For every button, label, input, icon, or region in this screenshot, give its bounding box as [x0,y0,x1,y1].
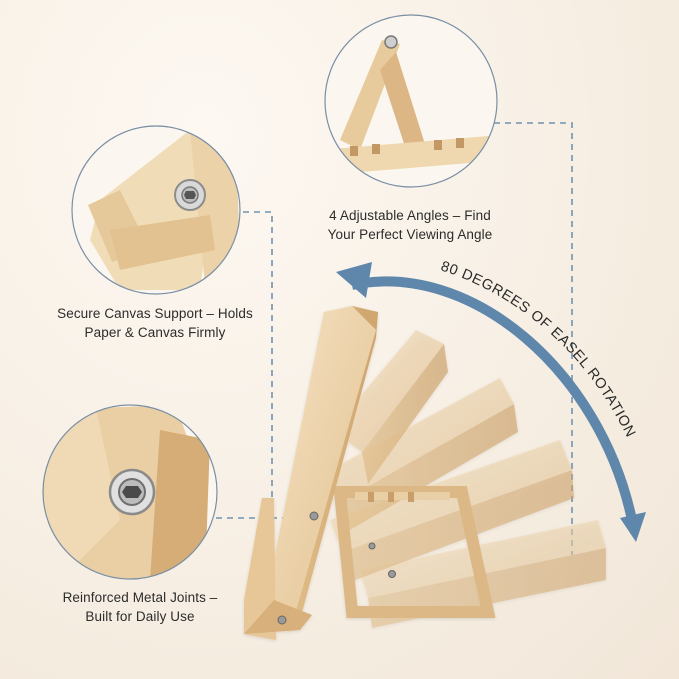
easel-board-2 [332,330,448,484]
easel-board-front [244,306,378,640]
caption-secure-line1: Secure Canvas Support – Holds [57,306,253,321]
easel-base-tray [333,486,496,618]
inset-adjustable-angles [324,14,498,188]
connector-secure [243,211,273,522]
caption-secure-line2: Paper & Canvas Firmly [84,325,226,340]
caption-joints-line1: Reinforced Metal Joints – [62,590,218,605]
caption-adjustable-line2: Your Perfect Viewing Angle [327,227,493,242]
inset-metal-joints [42,404,218,580]
caption-adjustable-angles: 4 Adjustable Angles – Find Your Perfect … [300,206,520,244]
caption-secure-support: Secure Canvas Support – Holds Paper & Ca… [30,304,280,342]
caption-joints-line2: Built for Daily Use [85,609,195,624]
connector-adjustable [494,122,573,555]
curved-arrow-icon [336,262,646,542]
caption-adjustable-line1: 4 Adjustable Angles – Find [329,208,491,223]
caption-metal-joints: Reinforced Metal Joints – Built for Dail… [20,588,260,626]
hex-bolt-icon [277,615,287,625]
hex-bolt-icon [309,511,319,521]
inset-secure-support [71,125,241,295]
hex-bolt-icon [388,570,396,578]
dashed-connectors [216,122,573,555]
easel-fan [244,306,606,640]
hex-bolt-icon [368,542,376,550]
